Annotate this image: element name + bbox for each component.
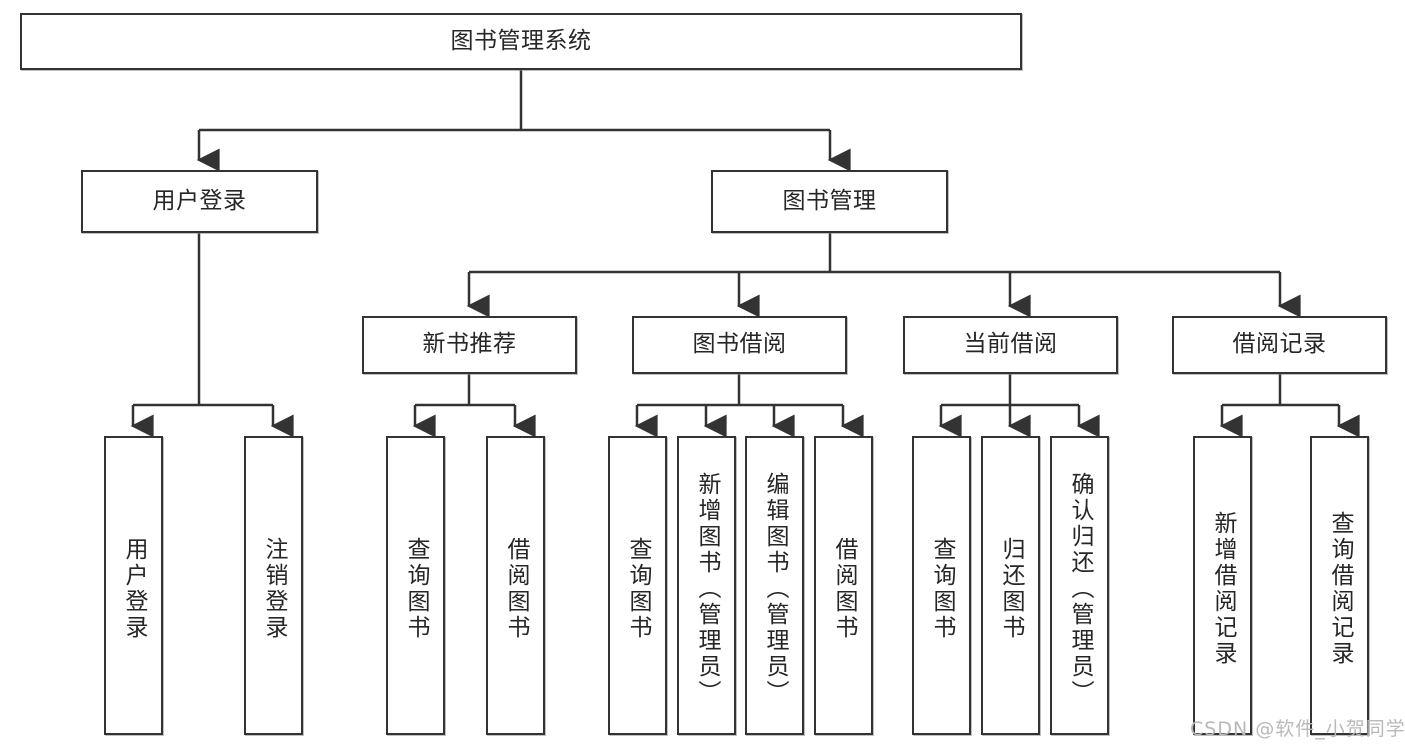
node-leaf-return-book[interactable]: 归还图书	[981, 436, 1040, 735]
node-label: 借阅图书	[831, 536, 857, 641]
node-label: 用户登录	[152, 187, 247, 214]
node-leaf-logout[interactable]: 注销登录	[244, 436, 303, 735]
node-leaf-borrow-book-2[interactable]: 借阅图书	[814, 436, 873, 735]
node-leaf-borrow-book-1[interactable]: 借阅图书	[486, 436, 545, 735]
node-label: 查询图书	[403, 536, 429, 641]
node-label: 图书管理系统	[450, 27, 592, 54]
node-leaf-add-book[interactable]: 新增图书（管理员）	[677, 436, 736, 735]
node-leaf-query-book-2[interactable]: 查询图书	[608, 436, 667, 735]
node-label: 查询图书	[929, 536, 955, 641]
node-current-borrow[interactable]: 当前借阅	[903, 316, 1118, 374]
node-leaf-user-login[interactable]: 用户登录	[104, 436, 163, 735]
node-user-login[interactable]: 用户登录	[81, 170, 318, 233]
node-label: 用户登录	[121, 536, 147, 641]
node-leaf-confirm-return[interactable]: 确认归还（管理员）	[1050, 436, 1109, 735]
node-label: 确认归还（管理员）	[1067, 471, 1093, 706]
node-label: 借阅图书	[503, 536, 529, 641]
node-label: 归还图书	[998, 536, 1024, 641]
node-borrow-record[interactable]: 借阅记录	[1172, 316, 1387, 374]
node-leaf-query-book-1[interactable]: 查询图书	[386, 436, 445, 735]
node-label: 新增借阅记录	[1210, 510, 1236, 667]
node-label: 注销登录	[261, 536, 287, 641]
node-label: 新增图书（管理员）	[694, 471, 720, 706]
node-label: 查询图书	[625, 536, 651, 641]
node-new-book-recommend[interactable]: 新书推荐	[362, 316, 577, 374]
node-label: 图书管理	[782, 187, 877, 214]
node-book-borrow[interactable]: 图书借阅	[632, 316, 847, 374]
node-leaf-query-book-3[interactable]: 查询图书	[912, 436, 971, 735]
node-label: 查询借阅记录	[1327, 510, 1353, 667]
node-leaf-add-record[interactable]: 新增借阅记录	[1193, 436, 1252, 735]
csdn-watermark: CSDN @软件_小贺同学	[1190, 718, 1405, 740]
node-label: 当前借阅	[963, 331, 1058, 358]
node-label: 借阅记录	[1232, 331, 1327, 358]
node-label: 编辑图书（管理员）	[762, 471, 788, 706]
node-root-system[interactable]: 图书管理系统	[20, 13, 1022, 70]
node-label: 图书借阅	[692, 331, 787, 358]
node-leaf-edit-book[interactable]: 编辑图书（管理员）	[745, 436, 804, 735]
node-label: 新书推荐	[422, 331, 517, 358]
node-book-management[interactable]: 图书管理	[711, 170, 948, 233]
node-leaf-query-record[interactable]: 查询借阅记录	[1310, 436, 1369, 735]
